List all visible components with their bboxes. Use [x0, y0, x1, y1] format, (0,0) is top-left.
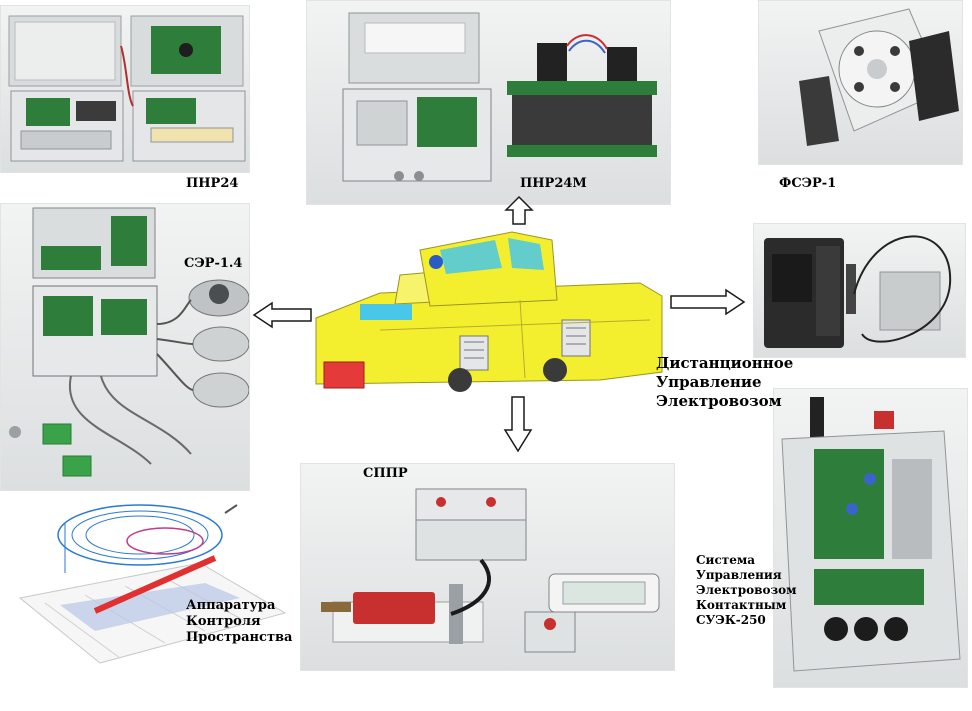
label-space-line3: Пространства: [186, 630, 293, 645]
label-suek-line4: Контактным: [696, 598, 787, 612]
label-remote-control: Дистанционное Управление Электровозом: [656, 354, 793, 411]
remote-illustration: [764, 235, 952, 348]
remote-photo: [753, 223, 966, 358]
sppr-illustration: [321, 488, 660, 653]
label-suek-line3: Электровозом: [696, 583, 797, 597]
ser14-illustration: [9, 207, 249, 477]
label-remote-line3: Электровозом: [656, 392, 782, 410]
label-ser14: СЭР-1.4: [184, 256, 243, 271]
label-remote-line2: Управление: [656, 373, 762, 391]
arrow-right: [670, 288, 746, 316]
pnr24m-photo: [306, 0, 671, 205]
ser14-photo: [0, 203, 250, 491]
label-space-line1: Аппаратура: [186, 598, 276, 613]
label-fser1: ФСЭР-1: [779, 176, 837, 191]
suek-photo: [773, 388, 968, 688]
space-scan-photo: [5, 493, 295, 683]
pnr24-illustration: [8, 15, 246, 162]
fser1-illustration: [799, 8, 959, 146]
arrow-left: [252, 301, 312, 329]
space-scan-illustration: [18, 504, 287, 664]
label-suek-system: Система Управления Электровозом Контактн…: [696, 553, 797, 628]
label-space-line2: Контроля: [186, 614, 261, 629]
arrow-up: [504, 195, 534, 225]
label-remote-line1: Дистанционное: [656, 354, 794, 372]
suek-illustration: [781, 397, 961, 672]
label-suek-line1: Система: [696, 553, 756, 567]
pnr24m-illustration: [342, 12, 657, 182]
label-pnr24: ПНР24: [186, 176, 239, 191]
label-suek-line5: СУЭК-250: [696, 613, 766, 627]
arrow-down: [503, 396, 533, 453]
label-sppr: СППР: [363, 466, 408, 481]
label-suek-line2: Управления: [696, 568, 782, 582]
sppr-photo: [300, 463, 675, 671]
label-pnr24m: ПНР24М: [520, 176, 587, 191]
fser1-photo: [758, 0, 963, 165]
label-space-control: Аппаратура Контроля Пространства: [186, 598, 292, 646]
pnr24-photo: [0, 5, 250, 173]
